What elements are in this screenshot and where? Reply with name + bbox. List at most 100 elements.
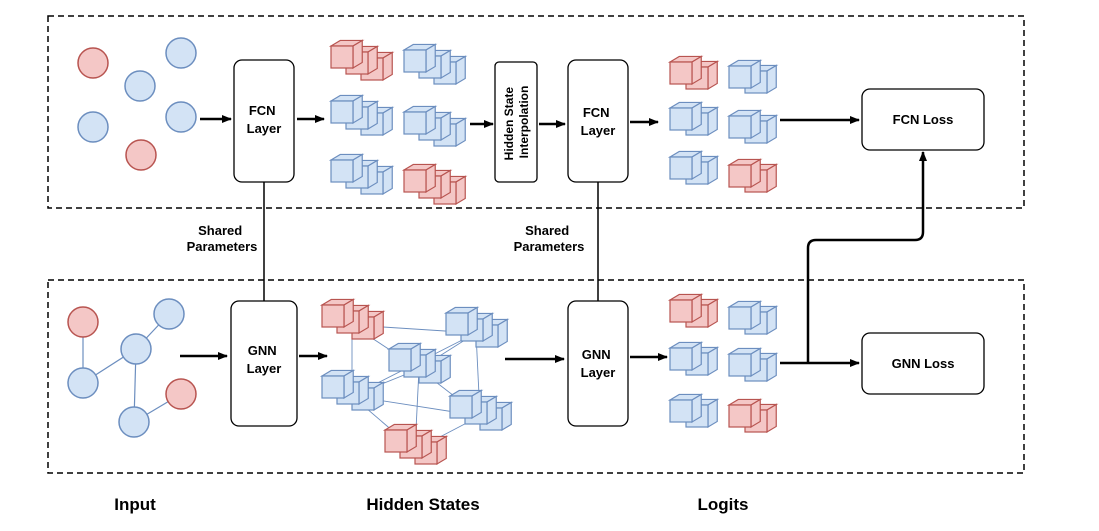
fcn-layer-2-box <box>567 59 629 183</box>
feature-cube <box>328 94 365 125</box>
fcn-layer-1-label-line-1: FCN <box>249 103 276 118</box>
hidden-state-block <box>401 43 468 86</box>
interpolation-box <box>494 61 538 183</box>
fcn-branch-frame <box>47 15 1025 209</box>
input-node <box>124 70 156 102</box>
logit-block <box>726 300 779 336</box>
interpolation-label-line-2: Interpolation <box>517 86 531 159</box>
fcn-layer-2-label: FCN Layer <box>581 105 616 138</box>
feature-cube <box>328 153 365 184</box>
input-node <box>165 378 197 410</box>
hidden-state-block <box>447 389 514 432</box>
logit-block <box>726 59 779 95</box>
gnn-layer-2-label-line-1: GNN <box>582 347 611 362</box>
feature-cube <box>667 293 704 324</box>
feature-cube <box>401 163 438 194</box>
input-node <box>118 406 150 438</box>
gnn-layer-1-label-line-1: GNN <box>248 343 277 358</box>
hidden-state-block <box>386 342 453 385</box>
fcn-layer-1-label-line-2: Layer <box>247 121 282 136</box>
gnn-layer-1-label: GNN Layer <box>247 343 282 376</box>
logit-block <box>667 101 720 137</box>
gnn-layer-2-label: GNN Layer <box>581 347 616 380</box>
logit-block <box>667 150 720 186</box>
logit-block <box>667 293 720 329</box>
feature-cube <box>447 389 484 420</box>
hidden-state-block <box>443 306 510 349</box>
feature-cube <box>667 150 704 181</box>
fcn-loss-label: FCN Loss <box>893 112 954 127</box>
feature-cube <box>328 39 365 70</box>
hidden-state-block <box>401 163 468 206</box>
fcn-layer-2-label-line-1: FCN <box>583 105 610 120</box>
shared-parameters-2-line-1: Shared <box>525 223 569 238</box>
logit-block <box>667 55 720 91</box>
feature-cube <box>667 393 704 424</box>
logit-block <box>726 398 779 434</box>
feature-cube <box>726 398 763 429</box>
input-node <box>165 37 197 69</box>
interpolation-label: Hidden State Interpolation <box>502 84 531 161</box>
input-node <box>67 367 99 399</box>
hidden-state-block <box>382 423 449 466</box>
logit-block <box>667 393 720 429</box>
hidden-state-block <box>319 298 386 341</box>
feature-cube <box>319 298 356 329</box>
gnn-input-nodes <box>67 298 197 438</box>
input-node <box>125 139 157 171</box>
input-node <box>77 47 109 79</box>
feature-cube <box>382 423 419 454</box>
shared-parameters-1-line-1: Shared <box>198 223 242 238</box>
fcn-layer-2-label-line-2: Layer <box>581 123 616 138</box>
fcn-loss-box <box>861 88 985 151</box>
input-caption: Input <box>114 495 156 514</box>
input-node <box>120 333 152 365</box>
fcn-layer-1-label: FCN Layer <box>247 103 282 136</box>
gnn-loss-label: GNN Loss <box>892 356 955 371</box>
input-node <box>165 101 197 133</box>
feature-cube <box>667 341 704 372</box>
input-node <box>77 111 109 143</box>
feature-cube <box>726 347 763 378</box>
shared-parameters-label-2: Shared Parameters <box>514 223 585 254</box>
shared-parameters-2-line-2: Parameters <box>514 239 585 254</box>
feature-cube <box>726 300 763 331</box>
input-node <box>153 298 185 330</box>
flow-arrows <box>180 115 927 367</box>
hidden-state-block <box>328 153 395 196</box>
gnn-branch-frame <box>47 279 1025 474</box>
hidden-state-block <box>328 39 395 82</box>
input-node <box>67 306 99 338</box>
fcn-input-nodes <box>77 37 197 171</box>
gnn-layer-1-label-line-2: Layer <box>247 361 282 376</box>
feature-cube <box>726 109 763 140</box>
gnn-graph-edges <box>82 313 182 423</box>
gnn-loss-box <box>861 332 985 395</box>
hidden-state-block <box>401 105 468 148</box>
feature-cube <box>726 59 763 90</box>
gnn-layer-2-label-line-2: Layer <box>581 365 616 380</box>
feature-cube <box>319 369 356 400</box>
gnn-layer-1-box <box>230 300 298 427</box>
logit-block <box>726 109 779 145</box>
feature-cube <box>667 101 704 132</box>
hidden-states-caption: Hidden States <box>366 495 479 514</box>
feature-cube <box>443 306 480 337</box>
logit-block <box>667 341 720 377</box>
shared-parameters-label-1: Shared Parameters <box>187 223 258 254</box>
feature-cube <box>386 342 423 373</box>
gnn-layer-2-box <box>567 300 629 427</box>
hidden-state-block <box>328 94 395 137</box>
logit-block <box>726 158 779 194</box>
feature-cube <box>667 55 704 86</box>
fcn-layer-1-box <box>233 59 295 183</box>
feature-blocks <box>319 39 779 466</box>
shared-parameters-1-line-2: Parameters <box>187 239 258 254</box>
hidden-state-block <box>319 369 386 412</box>
logit-block <box>726 347 779 383</box>
interpolation-label-line-1: Hidden State <box>502 87 516 161</box>
logits-caption: Logits <box>698 495 749 514</box>
feature-cube <box>401 43 438 74</box>
arrow-gnn-to-fcn-loss <box>806 151 927 363</box>
